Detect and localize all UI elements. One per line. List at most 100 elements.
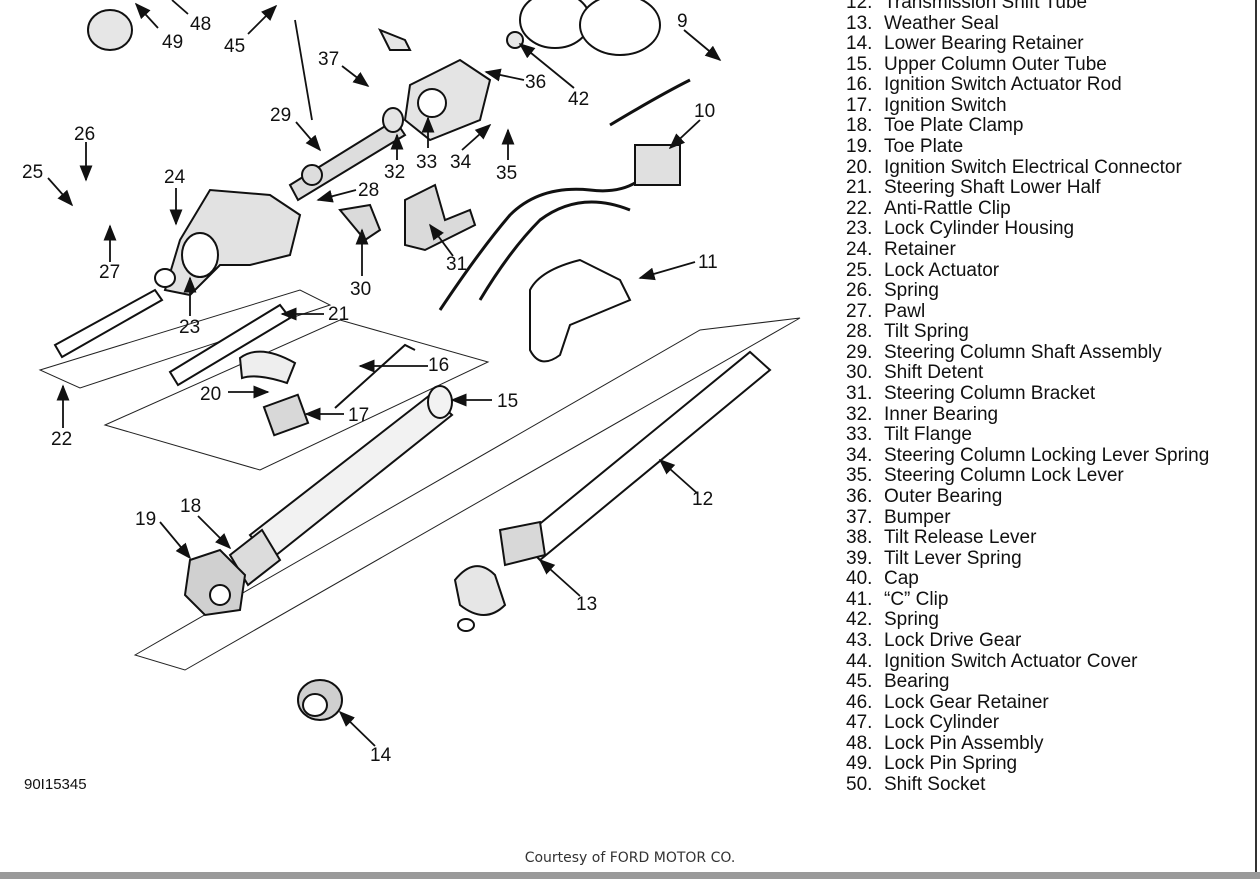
lock-housing-part	[53, 188, 302, 359]
legend-item-number: 13.	[846, 12, 873, 34]
callout-23: 23	[179, 317, 200, 338]
legend-item-label: Lock Actuator	[884, 259, 1000, 281]
shift-tube-part	[453, 350, 772, 632]
legend-item-number: 34.	[846, 444, 873, 466]
legend-item-label: Tilt Flange	[884, 424, 972, 446]
legend-item-number: 40.	[846, 568, 873, 590]
legend-item-label: Tilt Spring	[884, 321, 969, 343]
legend-item-label: Ignition Switch Electrical Connector	[884, 156, 1182, 178]
legend-item-number: 26.	[846, 280, 873, 302]
legend-item: 35.Steering Column Lock Lever	[846, 466, 1124, 487]
callout-28: 28	[358, 180, 379, 201]
legend-item: 29. Steering Column Shaft Assembly	[846, 341, 1162, 364]
legend-item-number: 41.	[846, 588, 873, 610]
legend-item-label: Ignition Switch Actuator Cover	[884, 650, 1138, 672]
legend-item: 13. Weather Seal	[846, 12, 999, 35]
callout-35: 35	[496, 163, 517, 184]
callout-10: 10	[694, 101, 715, 122]
legend-item: 48. Lock Pin Assembly	[846, 732, 1044, 755]
callout-16: 16	[428, 355, 449, 376]
callout-34: 34	[450, 152, 472, 173]
bottom-scrollbar[interactable]	[0, 872, 1260, 879]
legend-item-number: 44.	[846, 650, 873, 672]
callout-18: 18	[180, 496, 201, 517]
outer-tube-part	[228, 385, 454, 587]
legend-item-number: 35.	[846, 465, 873, 487]
callout-25: 25	[22, 162, 43, 183]
top-cropped-parts	[87, 0, 661, 56]
callout-31: 31	[446, 254, 467, 275]
legend-item-label: Anti-Rattle Clip	[884, 197, 1011, 219]
callout-13: 13	[576, 594, 597, 615]
legend-item-label: Steering Column Bracket	[884, 383, 1096, 405]
callout-36: 36	[525, 72, 546, 93]
legend-item: 22. Anti-Rattle Clip	[846, 197, 1011, 220]
legend-item-label: Outer Bearing	[884, 485, 1003, 507]
legend-item: 20.Ignition Switch Electrical Connector	[846, 156, 1182, 179]
callout-11: 11	[698, 252, 718, 273]
legend-item-label: Bumper	[884, 506, 951, 528]
legend-item-label: Lock Pin Assembly	[884, 732, 1044, 754]
callout-45: 45	[224, 36, 245, 57]
callout-48: 48	[190, 14, 211, 35]
legend-item: 50.Shift Socket	[846, 774, 985, 796]
legend-item-number: 39.	[846, 547, 873, 569]
legend-item-number: 48.	[846, 732, 873, 754]
callout-37: 37	[318, 49, 339, 70]
legend-item: 28. Tilt Spring	[846, 321, 969, 343]
legend-item-number: 32.	[846, 403, 873, 425]
legend-item-label: Lock Drive Gear	[884, 629, 1022, 651]
callout-21: 21	[328, 304, 349, 325]
legend-item-label: Cap	[884, 568, 919, 590]
frame-border	[1255, 0, 1257, 872]
callout-29: 29	[270, 105, 291, 126]
legend-item-number: 16.	[846, 74, 873, 96]
leader-lines	[47, 0, 722, 747]
legend-item-label: Spring	[884, 609, 939, 631]
callout-33: 33	[416, 152, 437, 173]
legend-item-label: Steering Column Shaft Assembly	[884, 341, 1162, 363]
legend-item: 32.Inner Bearing	[846, 403, 998, 426]
legend-item: 43.Lock Drive Gear	[846, 629, 1022, 652]
legend-item: 44. Ignition Switch Actuator Cover	[846, 650, 1138, 673]
legend-item-number: 21.	[846, 177, 873, 199]
bracket-parts	[338, 183, 477, 252]
legend-item-label: “C” Clip	[884, 588, 949, 610]
legend-item-label: Transmission Shift Tube	[884, 0, 1088, 13]
shaft-assembly-part	[288, 118, 407, 202]
legend-item-label: Lock Cylinder Housing	[884, 218, 1075, 240]
legend-item-label: Weather Seal	[884, 12, 999, 34]
legend-item: 17.Ignition Switch	[846, 94, 1007, 117]
legend-item-number: 25.	[846, 259, 873, 281]
legend-item-label: Lock Gear Retainer	[884, 691, 1049, 713]
legend-item-label: Tilt Lever Spring	[884, 547, 1022, 569]
courtesy-caption: Courtesy of FORD MOTOR CO.	[524, 850, 736, 866]
legend-item-label: Upper Column Outer Tube	[884, 53, 1107, 75]
legend-item-number: 36.	[846, 485, 873, 507]
legend-item-label: Ignition Switch Actuator Rod	[884, 74, 1122, 96]
assembly-outlines	[38, 289, 801, 671]
legend-item-number: 14.	[846, 33, 873, 55]
legend-item: 24.Retainer	[846, 238, 956, 261]
callout-20: 20	[200, 384, 221, 405]
legend-item-number: 15.	[846, 53, 873, 75]
legend-item-label: Ignition Switch	[884, 94, 1007, 116]
legend-item-label: Steering Shaft Lower Half	[884, 177, 1101, 199]
callout-15: 15	[497, 391, 518, 412]
legend-item-label: Lower Bearing Retainer	[884, 33, 1084, 55]
callout-49: 49	[162, 32, 183, 53]
legend-item-number: 30.	[846, 362, 873, 384]
legend-item-number: 22.	[846, 197, 873, 219]
legend-item-number: 18.	[846, 115, 873, 137]
callout-42: 42	[568, 89, 589, 110]
bearing-retainer-part	[297, 679, 343, 721]
drawing-id: 90I15345	[24, 776, 87, 793]
legend-item-number: 28.	[846, 321, 873, 343]
legend-item: 30.Shift Detent	[846, 363, 983, 384]
callout-30: 30	[350, 279, 371, 300]
legend-item-number: 29.	[846, 341, 873, 363]
legend-item-number: 24.	[846, 238, 873, 260]
legend-item-label: Tilt Release Lever	[884, 527, 1037, 549]
legend-item: 21. Steering Shaft Lower Half	[846, 177, 1101, 199]
